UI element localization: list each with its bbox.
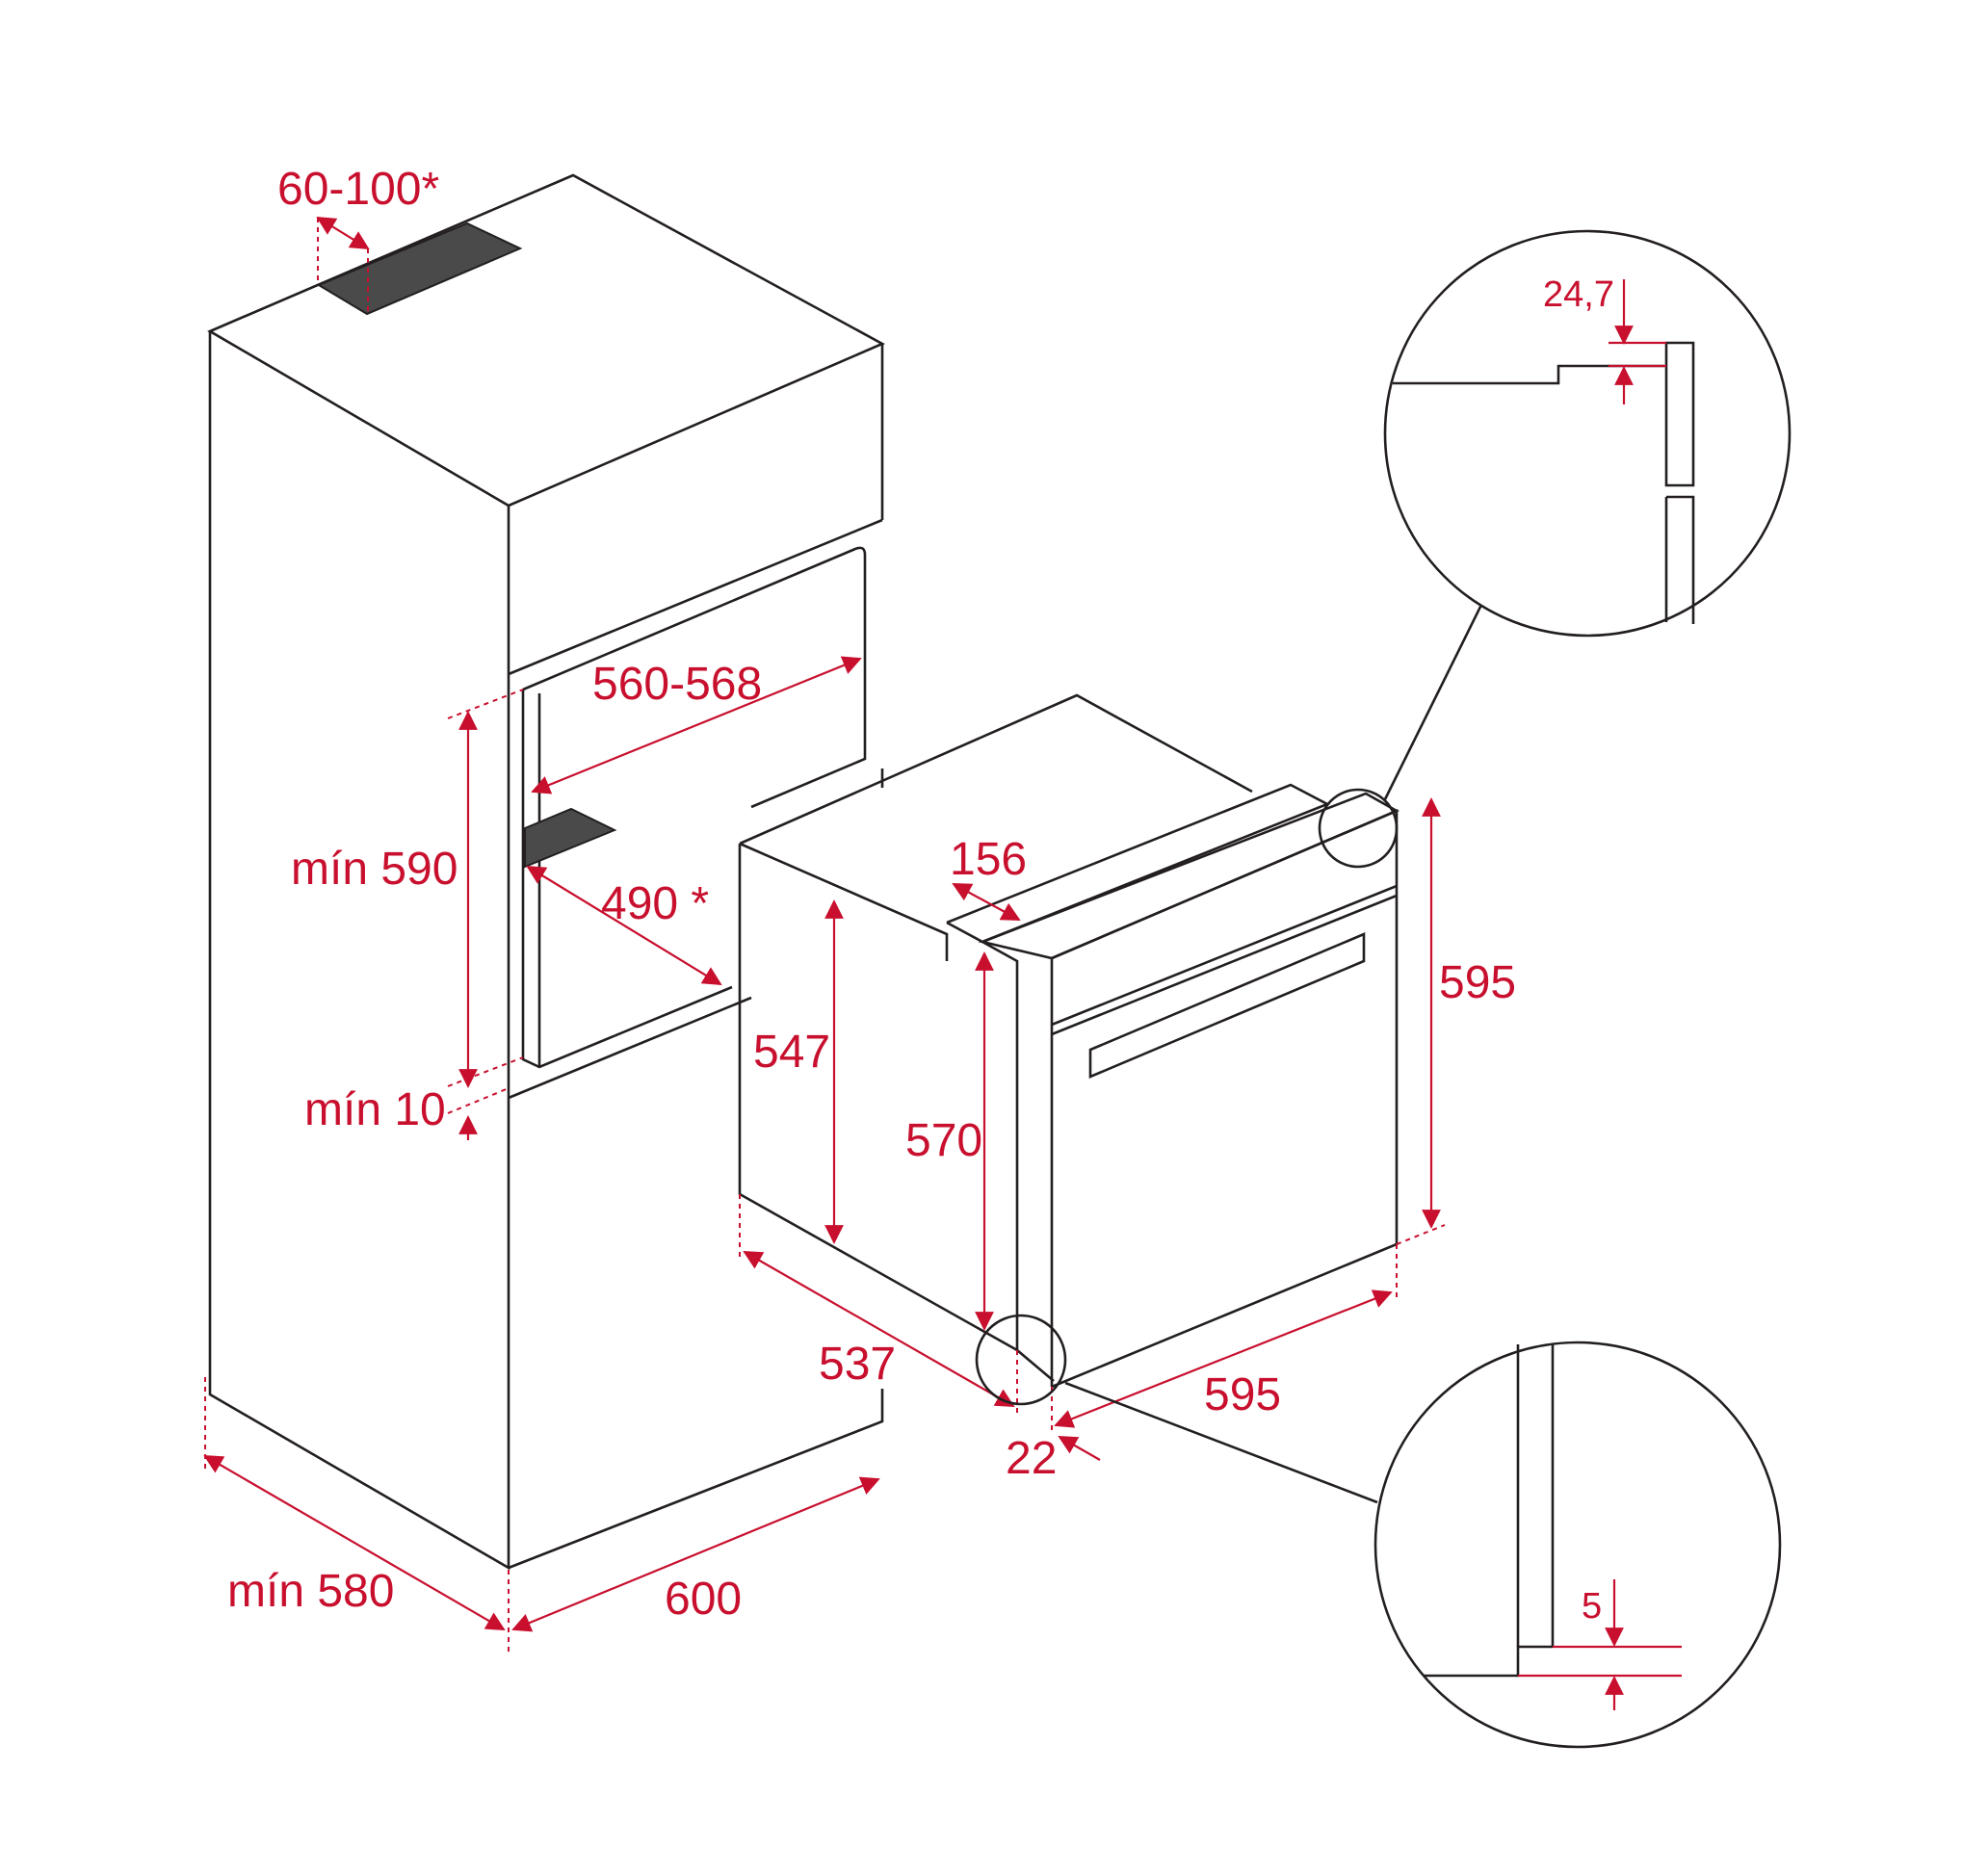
oven-body-side (738, 844, 1055, 1382)
cabinet (207, 173, 885, 1571)
label-vent-gap: 60-100* (277, 164, 439, 215)
label-bottom-gap: mín 10 (304, 1084, 446, 1135)
label-oven-front-height: 595 (1439, 957, 1516, 1008)
oven-notch-line (952, 883, 1021, 921)
detail-top-door (1664, 341, 1695, 624)
cabinet-top-vent (316, 221, 523, 316)
cabinet-side (208, 331, 510, 1571)
label-detail-top: 24,7 (1543, 274, 1614, 315)
oven-depth-line (743, 1251, 1015, 1407)
detail-bottom-door (1516, 1344, 1555, 1647)
front-offset-line (1058, 1436, 1101, 1461)
detail-bottom-marker (975, 1314, 1067, 1406)
label-oven-body-height: 547 (753, 1027, 830, 1078)
bottom-gap-ext (447, 1087, 510, 1114)
niche-bottom-vent (524, 807, 617, 869)
niche-height-ext-bottom (447, 1056, 524, 1087)
label-cabinet-depth: mín 580 (227, 1566, 394, 1617)
niche-height-ext-top (447, 689, 524, 719)
detail-bottom-profile (1424, 1645, 1553, 1678)
niche-back (522, 546, 867, 809)
detail-top-circle (1383, 229, 1792, 638)
label-oven-depth: 537 (819, 1339, 896, 1390)
label-cabinet-width: 600 (665, 1574, 742, 1625)
niche-width-line (531, 656, 862, 794)
label-oven-notch: 156 (950, 834, 1027, 885)
niche-depth-line (526, 865, 722, 986)
detail-bottom-leader (1064, 1381, 1378, 1504)
detail-bottom-circle (1373, 1341, 1782, 1749)
dimensions (203, 216, 1446, 1656)
oven-front-width-line (1054, 1289, 1393, 1428)
oven-handle (1088, 932, 1366, 1079)
detail-top-leader (1383, 604, 1483, 800)
oven (738, 693, 1399, 1389)
oven-front-height-ext (1396, 1224, 1446, 1245)
label-niche-depth: 490 * (601, 878, 709, 929)
label-niche-height: mín 590 (291, 844, 458, 895)
detail-bottom (975, 1314, 1782, 1749)
label-front-offset: 22 (1006, 1433, 1057, 1484)
detail-top-marker (1318, 788, 1399, 869)
label-oven-inner-height: 570 (905, 1115, 982, 1166)
vent-gap-line (316, 216, 370, 250)
oven-door-edge (981, 940, 1054, 1387)
label-detail-bottom: 5 (1582, 1586, 1602, 1627)
label-niche-width: 560-568 (592, 659, 762, 710)
cabinet-depth-line (203, 1455, 506, 1630)
cabinet-width-line (511, 1476, 880, 1632)
oven-panel-line (1051, 884, 1398, 1036)
oven-top (739, 693, 1253, 961)
cabinet-top (207, 173, 885, 508)
label-oven-front-width: 595 (1204, 1369, 1281, 1420)
oven-front-top (978, 792, 1399, 960)
oven-front (1051, 809, 1399, 1389)
detail-top (1318, 229, 1792, 869)
dimension-labels: 60-100* 560-568 mín 590 490 * mín 10 mín… (227, 164, 1614, 1627)
niche-opening (508, 518, 883, 1100)
